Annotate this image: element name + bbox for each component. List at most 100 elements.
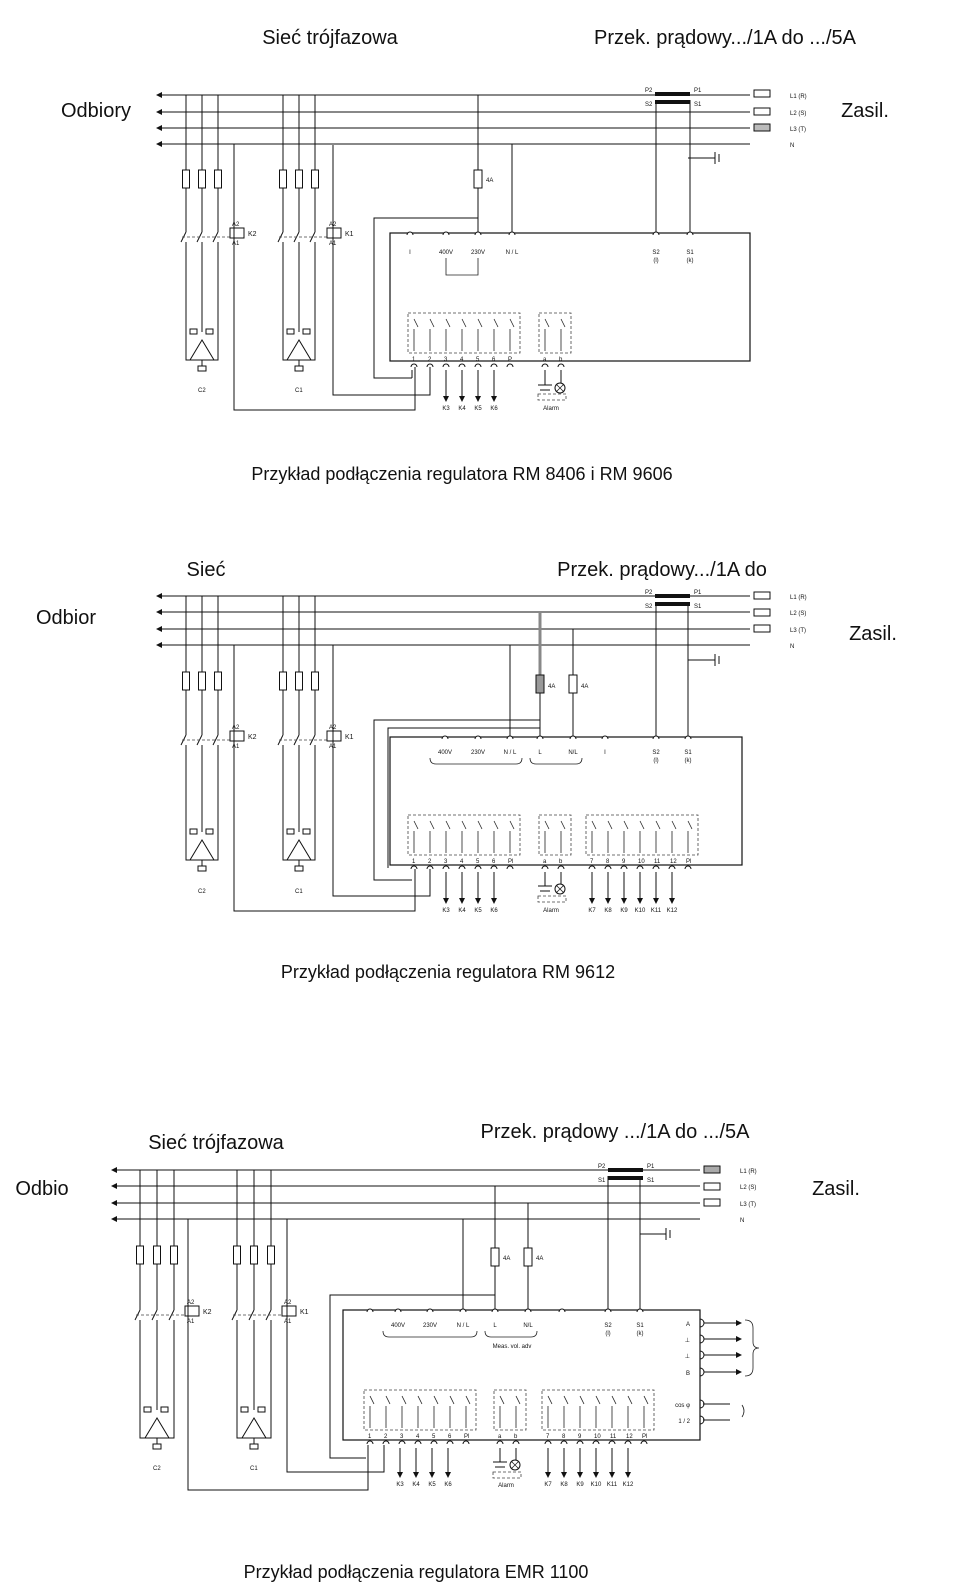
fuse-label: 4A (486, 178, 493, 184)
capacitor-delta (189, 339, 215, 361)
output-label: K6 (490, 406, 498, 412)
ct-s2: S2 (645, 604, 653, 610)
wire (139, 1410, 147, 1439)
relay-label: 11 (654, 859, 661, 865)
fuse-label: 4A (581, 684, 588, 690)
title-network: Sieć (187, 559, 226, 581)
fuse-label: 4A (548, 684, 555, 690)
terminal-label: (l) (653, 758, 658, 764)
arrow-head (621, 898, 627, 904)
relay-label: 7 (590, 859, 594, 865)
terminal (557, 865, 565, 870)
arrow-head (605, 898, 611, 904)
title-ct: Przek. prądowy.../1A do (557, 559, 767, 581)
resistor (294, 865, 304, 872)
terminal (508, 231, 516, 236)
label-supply: Zasil. (812, 1178, 860, 1200)
relay-label: 3 (444, 859, 448, 865)
arrow-head (475, 898, 481, 904)
terminal (652, 735, 660, 740)
terminal (560, 1440, 568, 1445)
terminal (474, 231, 482, 236)
terminal (601, 735, 609, 740)
caption-rm9612: Przykład podłączenia regulatora RM 9612 (281, 962, 615, 982)
fuse (170, 1245, 178, 1265)
terminal (366, 1308, 374, 1313)
terminal-label: (l) (653, 258, 658, 264)
terminal (536, 735, 544, 740)
terminal (636, 1308, 644, 1313)
line-label: L1 (R) (790, 595, 807, 601)
relay-label: 2 (384, 1434, 388, 1440)
fuse (182, 169, 190, 189)
contact (212, 734, 219, 746)
arrow-head (625, 1472, 631, 1478)
relay-contact (369, 1395, 375, 1405)
contactor-coil (229, 730, 245, 742)
relay-label: b (559, 357, 563, 363)
relay-contact (595, 1395, 601, 1405)
ct-p1: P1 (694, 590, 702, 596)
wire (555, 884, 565, 894)
output-label: K7 (588, 908, 596, 914)
resistor (286, 328, 295, 335)
arrow-head (443, 898, 449, 904)
fuse (295, 169, 303, 189)
label-supply: Zasil. (841, 100, 889, 122)
fuse (703, 1198, 721, 1207)
arrow-head (561, 1472, 567, 1478)
meas-brace (484, 1330, 538, 1338)
relay-label: 3 (400, 1434, 404, 1440)
output-label: K4 (458, 908, 466, 914)
resistor (197, 365, 207, 372)
terminal-label: 230V (423, 1323, 437, 1329)
fuse (233, 1245, 241, 1265)
resistor (189, 828, 198, 835)
wire (373, 719, 540, 881)
output-label: K9 (576, 1482, 584, 1488)
line-label: L2 (S) (790, 111, 806, 117)
relay-contact (639, 820, 645, 830)
right-terminal-label: A (686, 1322, 690, 1328)
wire (233, 645, 416, 912)
terminal (636, 865, 644, 870)
fuse (295, 671, 303, 691)
relay-label: 8 (562, 1434, 566, 1440)
resistor (286, 828, 295, 835)
terminal-label: S2 (652, 250, 660, 256)
relay-contact (509, 318, 515, 328)
arrow-head (736, 1336, 742, 1342)
relay-contact (413, 318, 419, 328)
ct-s1: S1 (694, 604, 702, 610)
terminal (458, 363, 466, 368)
fuse (703, 1165, 721, 1174)
relay-contact (445, 318, 451, 328)
output-label: K12 (667, 908, 678, 914)
arrow-head (111, 1167, 117, 1173)
arrow-head (593, 1472, 599, 1478)
fuse (311, 671, 319, 691)
capacitor-label: C2 (198, 388, 206, 394)
alarm-label: Alarm (543, 406, 559, 412)
title-network: Sieć trójfazowa (148, 1132, 284, 1154)
terminal (620, 865, 628, 870)
terminal (684, 865, 692, 870)
output-label: K7 (544, 1482, 552, 1488)
title-ct: Przek. prądowy .../1A do .../5A (480, 1121, 750, 1143)
relay-contact (461, 820, 467, 830)
wire (555, 383, 565, 393)
output-label: K4 (412, 1482, 420, 1488)
terminal (506, 363, 514, 368)
ct-s2: S2 (645, 102, 653, 108)
controller-box (389, 736, 743, 866)
arrow-head (736, 1320, 742, 1326)
diagram-emr1100: Sieć trójfazowa Przek. prądowy .../1A do … (15, 1121, 860, 1582)
arrow-head (491, 898, 497, 904)
relay-contact (449, 1395, 455, 1405)
ct-p2: P2 (598, 1164, 606, 1170)
wire (282, 832, 289, 861)
line-label: N (790, 644, 794, 650)
line-label: L2 (S) (740, 1185, 756, 1191)
